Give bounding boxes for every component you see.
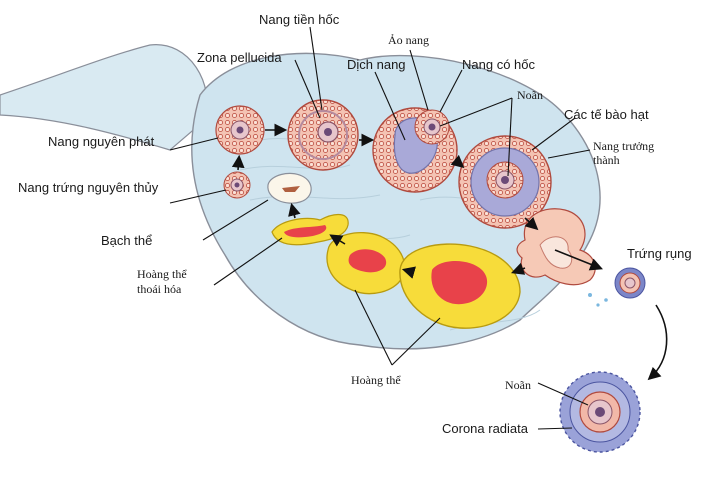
corpus-luteum-large [399,243,521,329]
label-ao-nang: Ảo nang [388,33,429,47]
degenerating-corpus-luteum [271,214,349,246]
label-nang-trung-nguyen-thuy: Nang trứng nguyên thủy [18,180,159,195]
primordial-follicle [223,171,251,199]
label-noan-bottom: Noãn [505,378,531,392]
label-hoang-the-thoai-hoa-1: Hoàng thể [137,267,187,281]
preantral-follicle [287,99,359,171]
mature-follicle [458,135,552,229]
leader-lines [169,26,591,430]
label-zona-pellucida: Zona pellucida [197,50,282,65]
label-nang-truong-thanh-2: thành [593,153,620,167]
label-nang-nguyen-phat: Nang nguyên phát [48,134,155,149]
label-corona-radiata: Corona radiata [442,421,529,436]
primary-follicle [215,105,265,155]
label-hoang-the-thoai-hoa-2: thoái hóa [137,282,182,296]
ovulated-oocyte [588,267,646,307]
label-nang-truong-thanh-1: Nang trưởng [593,139,654,153]
antral-follicle [372,107,458,193]
label-bach-the: Bạch thể [101,233,152,248]
label-nang-co-hoc: Nang có hốc [462,57,535,72]
label-trung-rung: Trứng rụng [627,246,692,261]
progression-arrows [231,123,668,381]
label-nang-tien-hoc: Nang tiền hốc [259,12,340,27]
ovarian-ligament [0,44,208,151]
label-hoang-the: Hoàng thể [351,373,401,387]
label-dich-nang: Dịch nang [347,57,406,72]
label-cac-te-bao-hat: Các tế bào hạt [564,107,649,122]
label-noan-top: Noãn [517,88,543,102]
corona-radiata-oocyte [559,371,641,453]
corpus-albicans [267,172,312,204]
